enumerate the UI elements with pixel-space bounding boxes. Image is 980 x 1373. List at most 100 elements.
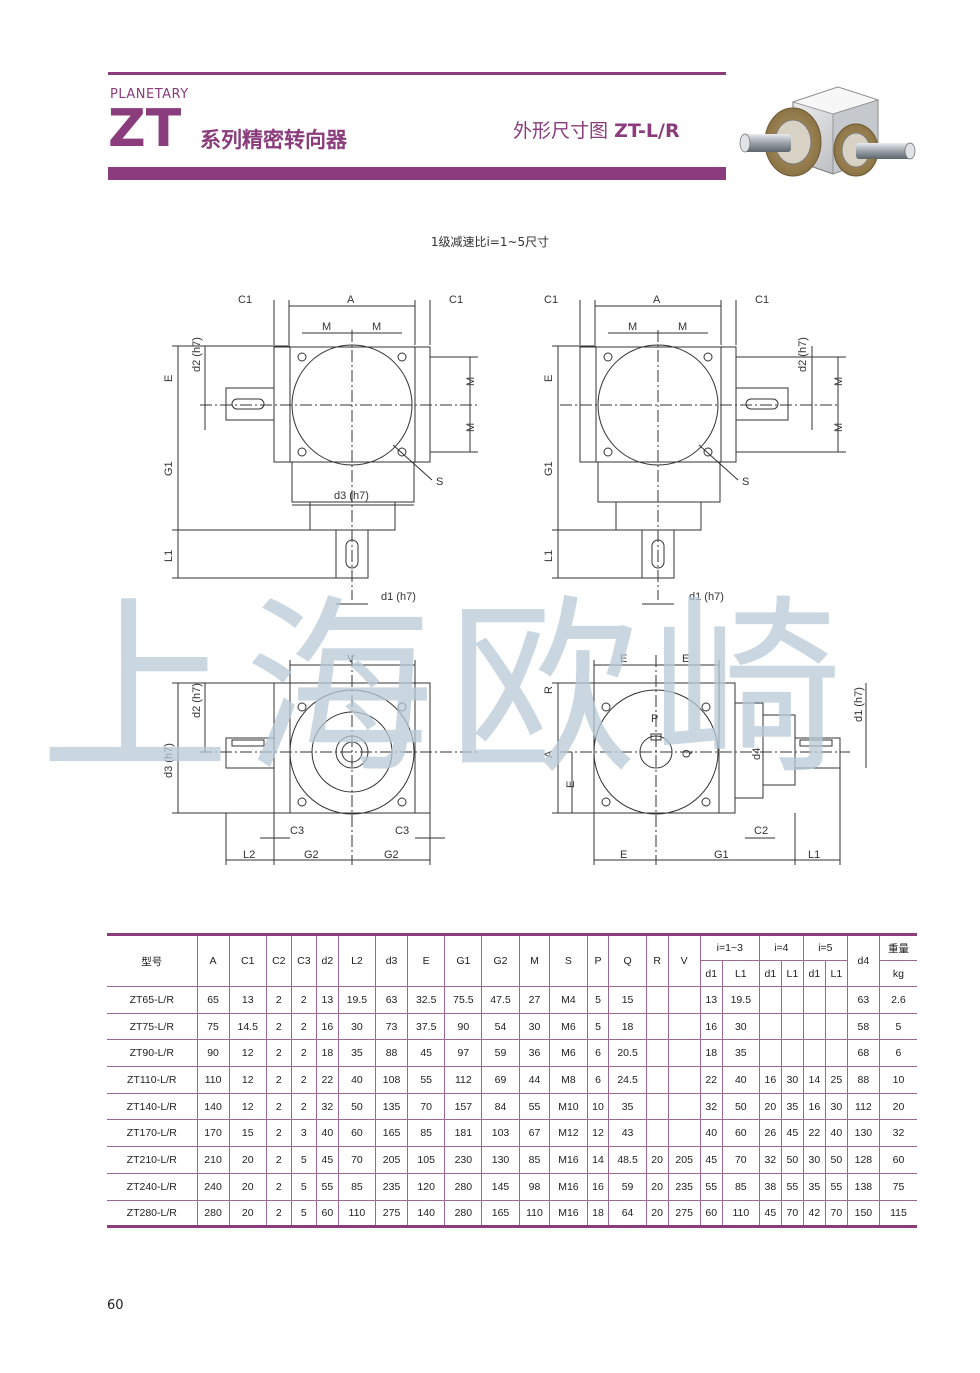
spec-table: 型号 A C1 C2 C3 d2 L2 d3 E G1 G2 M S P Q R… [107,933,917,1229]
table-cell: 45 [315,1146,339,1174]
table-cell: 70 [337,1146,376,1174]
table-cell: 280 [444,1172,483,1201]
table-cell: 181 [444,1119,483,1148]
table-cell: 25 [824,1066,848,1094]
dimension-title-prefix: 外形尺寸图 [513,120,609,142]
table-cell: 5 [586,986,610,1014]
label-e: E [163,375,175,382]
table-cell [824,1039,848,1068]
table-cell: 130 [846,1119,880,1148]
model-cell: ZT75-L/R [107,1012,198,1041]
table-cell: 230 [444,1146,483,1174]
table-cell: 35 [337,1039,376,1068]
col-header-group: i=5 [802,934,848,961]
col-header: d4 [846,934,880,987]
dimension-title: 外形尺寸图 ZT-L/R [513,116,680,143]
label-c2: C2 [754,825,768,837]
col-header: C1 [228,934,267,987]
table-cell: 97 [444,1039,483,1068]
table-cell: 40 [721,1066,760,1094]
model-cell: ZT90-L/R [107,1039,198,1068]
model-cell: ZT210-L/R [107,1146,198,1174]
col-header-group: i=1~3 [699,934,760,961]
table-cell: 58 [846,1012,880,1041]
table-cell: 59 [608,1172,647,1201]
table-subheader-row: d1 L1 d1 L1 d1 L1 kg [107,960,917,987]
label-d2: d2 (h7) [797,337,809,372]
table-cell [667,1066,701,1094]
col-header: P [586,934,610,987]
table-cell: M16 [549,1172,588,1201]
col-header: Q [608,934,647,987]
table-cell: 84 [481,1092,520,1121]
header-top-rule [108,72,726,75]
table-cell: 40 [824,1119,848,1148]
label-s: S [742,476,749,488]
table-cell: 50 [721,1092,760,1121]
col-header: 重量 [878,934,917,961]
table-cell: 2 [265,1172,292,1201]
col-subheader: L1 [780,960,804,987]
col-subheader: d1 [758,960,782,987]
model-cell: ZT65-L/R [107,986,198,1014]
table-cell: 240 [196,1172,230,1201]
table-cell: 5 [290,1172,317,1201]
table-cell: 5 [878,1012,917,1041]
table-cell: 210 [196,1146,230,1174]
label-m: M [833,423,845,432]
label-g1: G1 [543,461,555,476]
table-cell: 5 [290,1146,317,1174]
table-cell: 2 [265,1066,292,1094]
table-cell: 18 [586,1199,610,1228]
label-g2: G2 [304,849,319,861]
label-d1: d1 (h7) [853,687,865,722]
top-right-view [552,300,846,605]
table-cell: 68 [846,1039,880,1068]
table-cell: 64 [608,1199,647,1228]
table-cell: 59 [481,1039,520,1068]
col-header: G1 [444,934,483,987]
table-cell: 150 [846,1199,880,1228]
table-cell: 6 [586,1066,610,1094]
table-cell [645,986,669,1014]
table-cell: 235 [667,1172,701,1201]
table-cell: 85 [337,1172,376,1201]
label-g1: G1 [714,849,729,861]
col-header: d3 [374,934,409,987]
col-header: R [645,934,669,987]
col-header: A [196,934,230,987]
table-cell: 112 [846,1092,880,1121]
col-header: G2 [481,934,520,987]
table-cell: 70 [824,1199,848,1228]
table-cell: 35 [721,1039,760,1068]
table-cell: 19.5 [337,986,376,1014]
table-cell: 128 [846,1146,880,1174]
table-cell: 50 [780,1146,804,1174]
table-cell: 2 [265,986,292,1014]
bottom-right-view [552,655,867,865]
bottom-left-view [172,655,480,865]
label-a: A [543,750,555,758]
table-cell [667,1039,701,1068]
table-cell [645,1039,669,1068]
table-cell: 70 [721,1146,760,1174]
table-cell: 60 [721,1119,760,1148]
table-cell: 55 [699,1172,723,1201]
label-c1: C1 [755,294,769,306]
table-cell: 13 [228,986,267,1014]
table-cell: 19.5 [721,986,760,1014]
label-l1: L1 [163,550,175,562]
table-cell: 5 [290,1199,317,1228]
table-cell: 108 [374,1066,409,1094]
table-cell: 145 [481,1172,520,1201]
page-number: 60 [107,1298,124,1313]
table-cell: 280 [444,1199,483,1228]
series-title: 系列精密转向器 [200,128,347,152]
table-cell: 43 [608,1119,647,1148]
table-cell: 69 [481,1066,520,1094]
table-cell: 130 [481,1146,520,1174]
table-cell: M16 [549,1146,588,1174]
